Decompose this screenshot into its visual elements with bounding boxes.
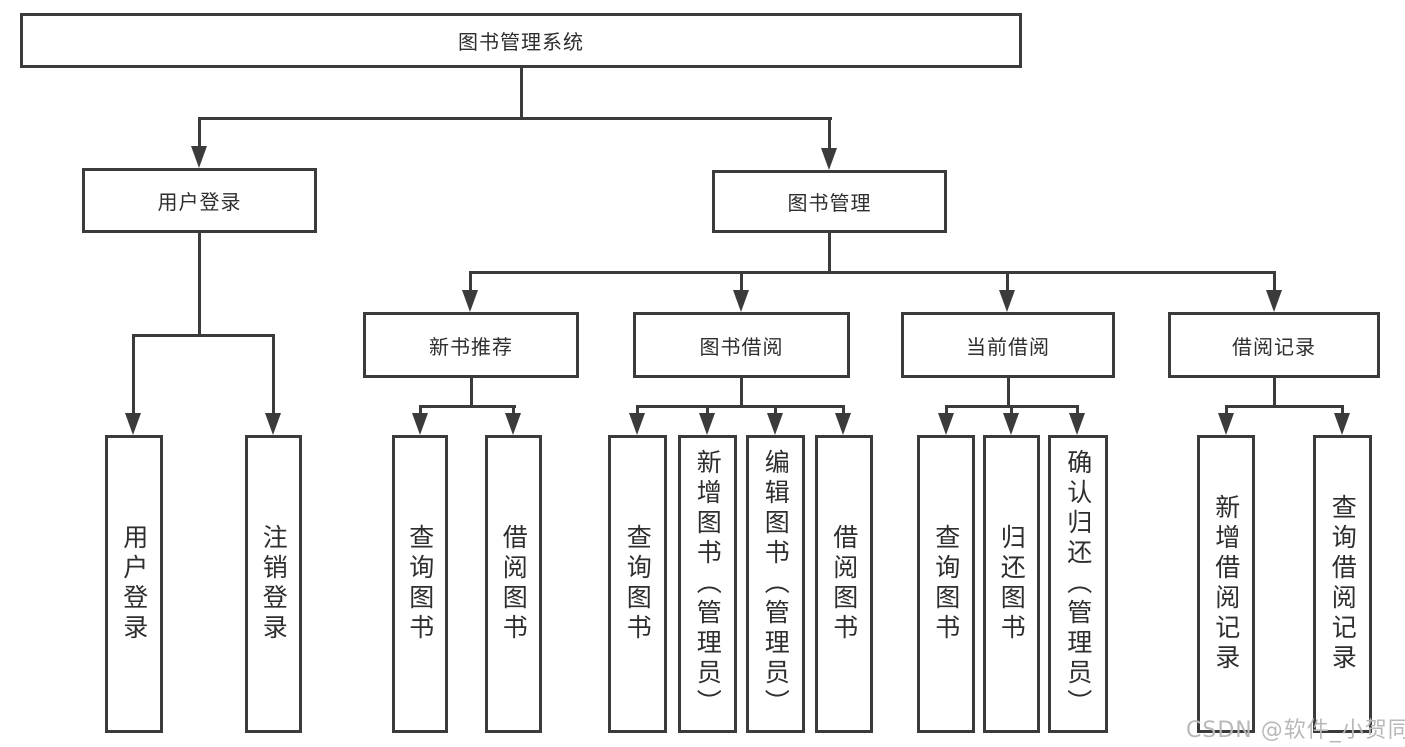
connector-bb-leaf1-stem	[636, 405, 639, 415]
arrow-to-book-management-icon	[821, 148, 837, 170]
connector-cb-leaf1-stem	[945, 405, 948, 415]
connector-book-management-stem	[828, 233, 831, 274]
connector-bb-leaf3-stem	[774, 405, 777, 415]
arrow-to-new-recommend-icon	[462, 290, 478, 312]
arrow-bb-leaf1-icon	[629, 413, 645, 435]
node-book-borrowing: 图书借阅	[633, 312, 850, 378]
leaf-current-query-books-label: 查询图书	[931, 524, 961, 644]
connector-to-book-management-stem	[828, 117, 831, 150]
leaf-confirm-return-admin: 确认归还（管理员）	[1048, 435, 1108, 733]
connector-to-book-borrowing-stem	[740, 271, 743, 292]
leaf-logout-label: 注销登录	[259, 524, 289, 644]
connector-to-current-borrowing-stem	[1006, 271, 1009, 292]
connector-nr-leaf2-stem	[512, 405, 515, 415]
leaf-return-books-label: 归还图书	[997, 524, 1027, 644]
leaf-edit-books-admin: 编辑图书（管理员）	[746, 435, 805, 733]
leaf-borrowing-query-books-label: 查询图书	[623, 524, 653, 644]
node-current-borrowing: 当前借阅	[901, 312, 1115, 378]
arrow-cb-leaf1-icon	[938, 413, 954, 435]
leaf-query-borrow-record-label: 查询借阅记录	[1328, 494, 1358, 674]
leaf-borrowing-borrow-books-label: 借阅图书	[829, 524, 859, 644]
leaf-current-query-books: 查询图书	[917, 435, 975, 733]
node-user-login-label: 用户登录	[157, 190, 242, 214]
connector-book-borrowing-stem	[740, 378, 743, 408]
arrow-to-current-borrowing-icon	[999, 290, 1015, 312]
node-book-management: 图书管理	[712, 170, 947, 233]
node-root-label: 图书管理系统	[458, 30, 584, 54]
leaf-add-borrow-record: 新增借阅记录	[1197, 435, 1255, 733]
node-new-book-recommend: 新书推荐	[363, 312, 579, 378]
arrow-bb-leaf4-icon	[835, 413, 851, 435]
node-book-borrowing-label: 图书借阅	[699, 334, 784, 359]
connector-borrowing-records-stem	[1273, 378, 1276, 408]
connector-to-user-login-stem	[198, 117, 201, 148]
connector-to-borrowing-records-stem	[1273, 271, 1276, 292]
connector-br-leaf2-stem	[1341, 405, 1344, 415]
leaf-confirm-return-admin-label: 确认归还（管理员）	[1063, 449, 1093, 719]
arrow-br-leaf2-icon	[1334, 413, 1350, 435]
arrow-to-borrowing-records-icon	[1266, 290, 1282, 312]
arrow-cb-leaf3-icon	[1069, 413, 1085, 435]
connector-new-recommend-rail	[419, 405, 516, 408]
connector-root-stem	[520, 67, 523, 120]
node-root-system: 图书管理系统	[20, 13, 1022, 68]
leaf-recommend-query-books: 查询图书	[392, 435, 448, 733]
leaf-add-borrow-record-label: 新增借阅记录	[1211, 494, 1241, 674]
arrow-cb-leaf2-icon	[1003, 413, 1019, 435]
leaf-user-login-label: 用户登录	[119, 524, 149, 644]
csdn-watermark: CSDN @软件_小贺同学	[1186, 718, 1405, 743]
connector-bb-leaf4-stem	[842, 405, 845, 415]
node-current-borrowing-label: 当前借阅	[966, 334, 1050, 359]
leaf-add-books-admin-label: 新增图书（管理员）	[693, 449, 723, 719]
node-new-book-recommend-label: 新书推荐	[429, 334, 513, 359]
leaf-edit-books-admin-label: 编辑图书（管理员）	[761, 449, 791, 719]
arrow-to-book-borrowing-icon	[733, 290, 749, 312]
arrow-bb-leaf3-icon	[767, 413, 783, 435]
arrow-br-leaf1-icon	[1218, 413, 1234, 435]
leaf-user-login: 用户登录	[105, 435, 163, 733]
arrow-nr-leaf2-icon	[505, 413, 521, 435]
leaf-logout: 注销登录	[245, 435, 302, 733]
leaf-add-books-admin: 新增图书（管理员）	[678, 435, 737, 733]
arrow-to-leaf-logout-icon	[265, 413, 281, 435]
leaf-query-borrow-record: 查询借阅记录	[1313, 435, 1372, 733]
node-borrowing-records-label: 借阅记录	[1232, 334, 1316, 359]
arrow-bb-leaf2-icon	[699, 413, 715, 435]
leaf-recommend-borrow-books-label: 借阅图书	[499, 524, 529, 644]
connector-user-login-rail	[132, 334, 275, 337]
connector-to-new-recommend-stem	[469, 271, 472, 292]
arrow-to-user-login-icon	[191, 146, 207, 168]
leaf-recommend-borrow-books: 借阅图书	[485, 435, 542, 733]
arrow-nr-leaf1-icon	[412, 413, 428, 435]
leaf-borrowing-borrow-books: 借阅图书	[815, 435, 873, 733]
connector-level3-rail	[469, 271, 1276, 274]
connector-borrowing-records-rail	[1225, 405, 1344, 408]
leaf-recommend-query-books-label: 查询图书	[405, 524, 435, 644]
connector-nr-leaf1-stem	[419, 405, 422, 415]
connector-user-login-stem	[198, 233, 201, 337]
connector-cb-leaf3-stem	[1076, 405, 1079, 415]
connector-level2-rail	[198, 117, 832, 120]
leaf-borrowing-query-books: 查询图书	[608, 435, 667, 733]
node-borrowing-records: 借阅记录	[1168, 312, 1380, 378]
connector-to-leaf-login-stem	[132, 334, 135, 415]
node-user-login: 用户登录	[82, 168, 317, 233]
connector-bb-leaf2-stem	[706, 405, 709, 415]
connector-book-borrowing-rail	[636, 405, 844, 408]
arrow-to-leaf-login-icon	[125, 413, 141, 435]
connector-br-leaf1-stem	[1225, 405, 1228, 415]
connector-cb-leaf2-stem	[1010, 405, 1013, 415]
connector-current-borrowing-stem	[1007, 378, 1010, 408]
connector-new-recommend-stem	[470, 378, 473, 408]
node-book-management-label: 图书管理	[787, 191, 872, 215]
connector-to-leaf-logout-stem	[272, 334, 275, 415]
leaf-return-books: 归还图书	[983, 435, 1040, 733]
